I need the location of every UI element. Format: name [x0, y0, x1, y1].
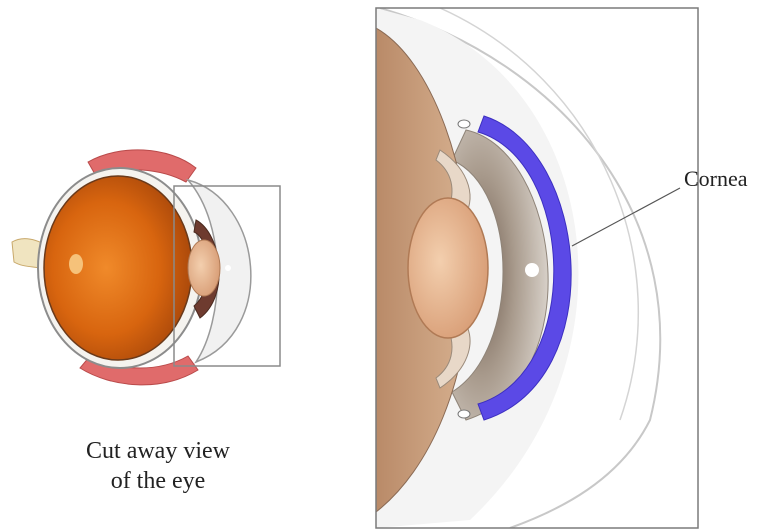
pupil-glint	[525, 263, 539, 277]
caption-line-1: Cut away view	[28, 436, 288, 466]
zoomed-view	[376, 8, 698, 528]
retina	[44, 176, 192, 360]
lens	[408, 198, 488, 338]
small-pupil-glint	[225, 265, 231, 271]
caption-line-2: of the eye	[28, 466, 288, 496]
small-eye	[12, 150, 280, 385]
small-lens	[188, 240, 220, 296]
optic-disc	[69, 254, 83, 274]
cornea-label: Cornea	[684, 166, 748, 192]
